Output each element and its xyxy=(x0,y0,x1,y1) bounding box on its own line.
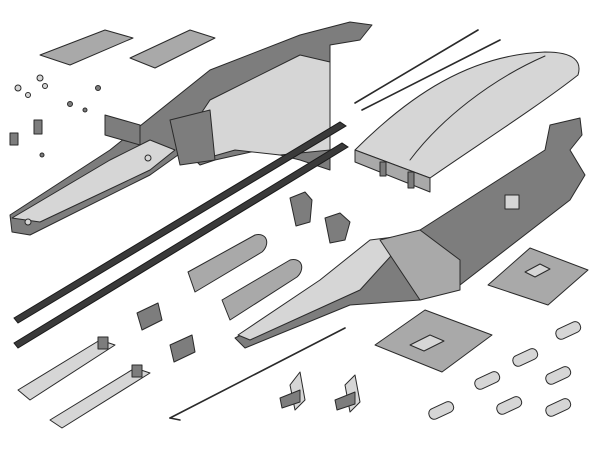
fuselage-half-lower xyxy=(234,117,586,349)
flat-plate-left xyxy=(39,29,134,66)
flat-plate-right xyxy=(129,29,216,69)
landing-gear-leg-1 xyxy=(17,336,116,401)
small-cylinders xyxy=(428,321,582,420)
servo-clip-2 xyxy=(324,212,351,244)
bracket-2 xyxy=(169,334,196,363)
axle-wire xyxy=(169,327,346,421)
hatch-plate-2 xyxy=(374,309,493,373)
cowl-piece-2 xyxy=(221,259,303,321)
control-horn-1 xyxy=(279,371,306,411)
cowl-piece-1 xyxy=(187,234,268,293)
pushrod-wires xyxy=(354,29,501,111)
control-horn-2 xyxy=(334,374,361,413)
fuselage-half-upper xyxy=(9,21,373,236)
hatch-plate-1 xyxy=(487,247,589,306)
long-rod-2 xyxy=(13,142,349,349)
small-hardware xyxy=(9,74,101,158)
long-rod-1 xyxy=(13,121,347,324)
servo-clip-1 xyxy=(289,191,313,227)
canopy xyxy=(354,51,580,193)
bracket-1 xyxy=(136,302,163,331)
landing-gear-leg-2 xyxy=(49,364,151,429)
